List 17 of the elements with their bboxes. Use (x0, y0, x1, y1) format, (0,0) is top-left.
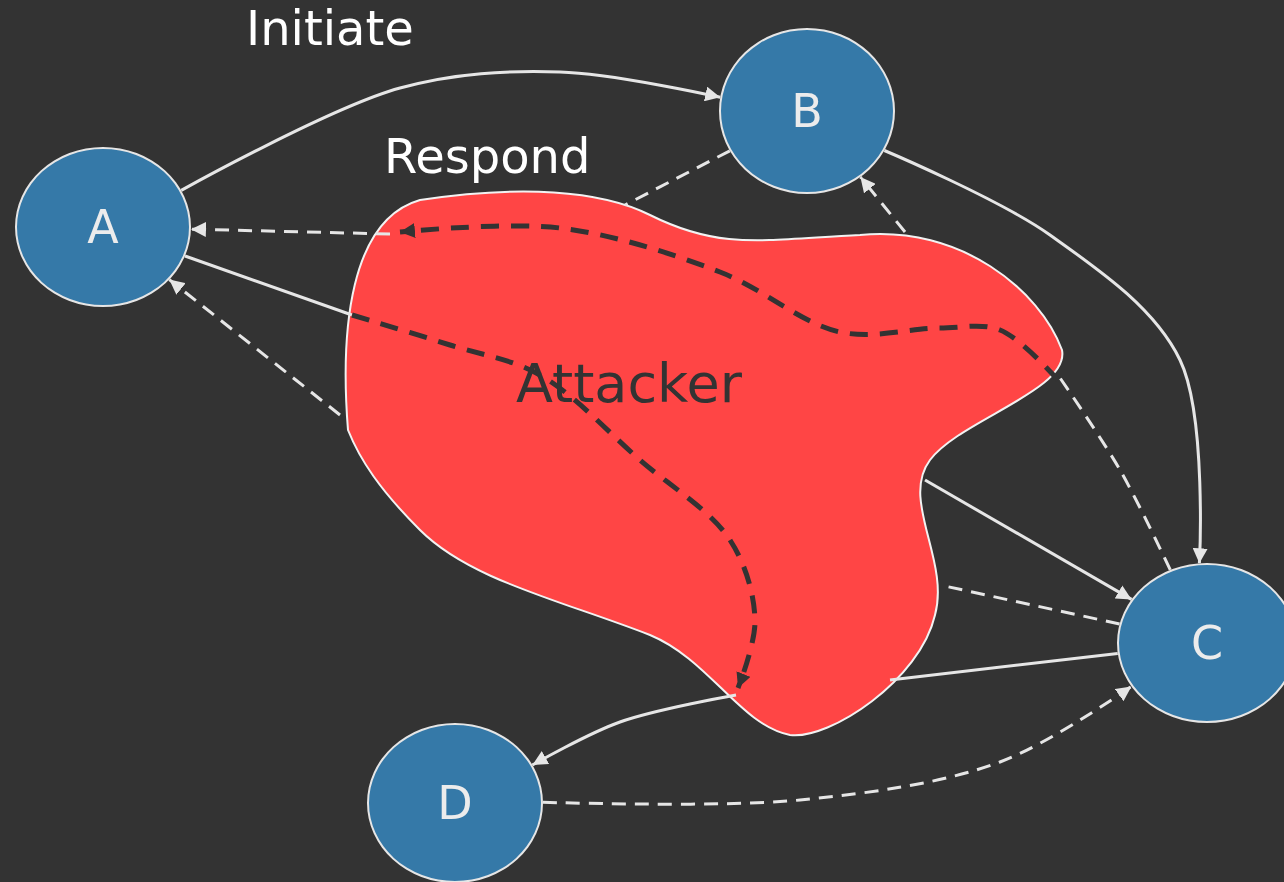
node-label: A (87, 200, 119, 254)
connector-line (889, 651, 1118, 682)
arrow (924, 478, 1133, 601)
connector-line (624, 149, 731, 207)
arrow (859, 176, 907, 233)
arrow (190, 222, 391, 237)
node-label: Attacker (516, 352, 742, 415)
arrow (168, 278, 341, 417)
arrow (180, 70, 721, 192)
arrow (883, 149, 1208, 564)
node-label: C (1190, 616, 1224, 670)
connector-line (184, 254, 353, 317)
node-label: D (437, 776, 473, 830)
arrow (351, 312, 758, 689)
arrow (531, 693, 737, 767)
arrow (542, 685, 1133, 806)
node-label: B (791, 84, 823, 138)
